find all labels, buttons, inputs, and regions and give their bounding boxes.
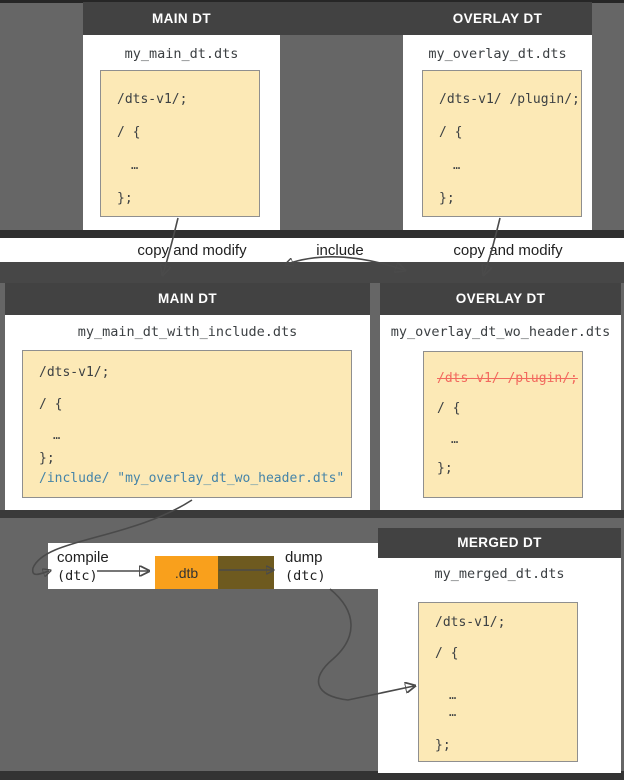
overlay-dt-top-header: OVERLAY DT [452, 11, 543, 26]
code-line: / { [435, 646, 459, 661]
code-line: … [131, 158, 140, 172]
code-line: /dts-v1/; [39, 365, 110, 380]
merged-dt-filename: my_merged_dt.dts [434, 566, 565, 582]
code-line: … [451, 432, 460, 446]
main-dt-top-code: /dts-v1/; / { … }; [100, 70, 260, 217]
top-header-band [83, 2, 592, 35]
overlay-dt-wo-header-filename: my_overlay_dt_wo_header.dts [390, 324, 611, 340]
include-label: include [316, 242, 364, 259]
code-line: }; [117, 191, 133, 206]
top-edge-strip [0, 0, 624, 3]
code-line: /dts-v1/; [117, 92, 188, 107]
code-line: … [53, 428, 62, 442]
dtb-file-box: .dtb [155, 556, 218, 589]
code-line: }; [439, 191, 455, 206]
compile-word: compile [57, 549, 109, 566]
copy-and-modify-label-left: copy and modify [137, 242, 247, 259]
overlay-dt-wo-header-header: OVERLAY DT [380, 283, 621, 315]
compile-tool: (dtc) [57, 568, 98, 584]
dump-tool: (dtc) [285, 568, 326, 584]
code-line: … [449, 705, 458, 719]
main-dt-top-filename: my_main_dt.dts [124, 46, 239, 62]
copy-and-modify-label-right: copy and modify [453, 242, 563, 259]
code-line: … [449, 688, 458, 702]
code-line: … [453, 158, 462, 172]
code-line: }; [39, 451, 55, 466]
dump-word: dump [285, 549, 323, 566]
divider-strip-below-band [0, 262, 624, 283]
divider-strip-mid [0, 510, 624, 518]
code-line: }; [437, 461, 453, 476]
code-line: / { [437, 401, 461, 416]
merged-dt-code: /dts-v1/; / { … … }; [418, 602, 578, 762]
code-spacer [435, 669, 577, 687]
overlay-dt-top-filename: my_overlay_dt.dts [428, 46, 567, 62]
compile-label: compile (dtc) [57, 548, 109, 586]
code-spacer [435, 721, 577, 733]
code-line-removed: /dts-v1/ /plugin/; [437, 371, 578, 386]
overlay-dt-top-code: /dts-v1/ /plugin/; / { … }; [422, 70, 582, 217]
dump-label: dump (dtc) [285, 548, 326, 586]
main-dt-include-filename: my_main_dt_with_include.dts [77, 324, 298, 340]
code-line: /dts-v1/; [435, 615, 506, 630]
dtb-shadow [218, 556, 274, 589]
bottom-edge-strip [0, 771, 624, 780]
merged-dt-header: MERGED DT [378, 528, 621, 558]
code-line: }; [435, 738, 451, 753]
code-line-include-statement: /include/ "my_overlay_dt_wo_header.dts" [39, 471, 345, 486]
main-dt-top-header: MAIN DT [151, 11, 212, 26]
code-line: /dts-v1/ /plugin/; [439, 92, 580, 107]
code-line: / { [439, 125, 463, 140]
divider-strip-upper [0, 230, 624, 238]
code-line: / { [39, 397, 63, 412]
main-dt-include-code: /dts-v1/; / { … }; /include/ "my_overlay… [22, 350, 352, 498]
main-dt-include-header: MAIN DT [5, 283, 370, 315]
code-line: / { [117, 125, 141, 140]
overlay-dt-wo-header-code: /dts-v1/ /plugin/; / { … }; [423, 351, 583, 498]
